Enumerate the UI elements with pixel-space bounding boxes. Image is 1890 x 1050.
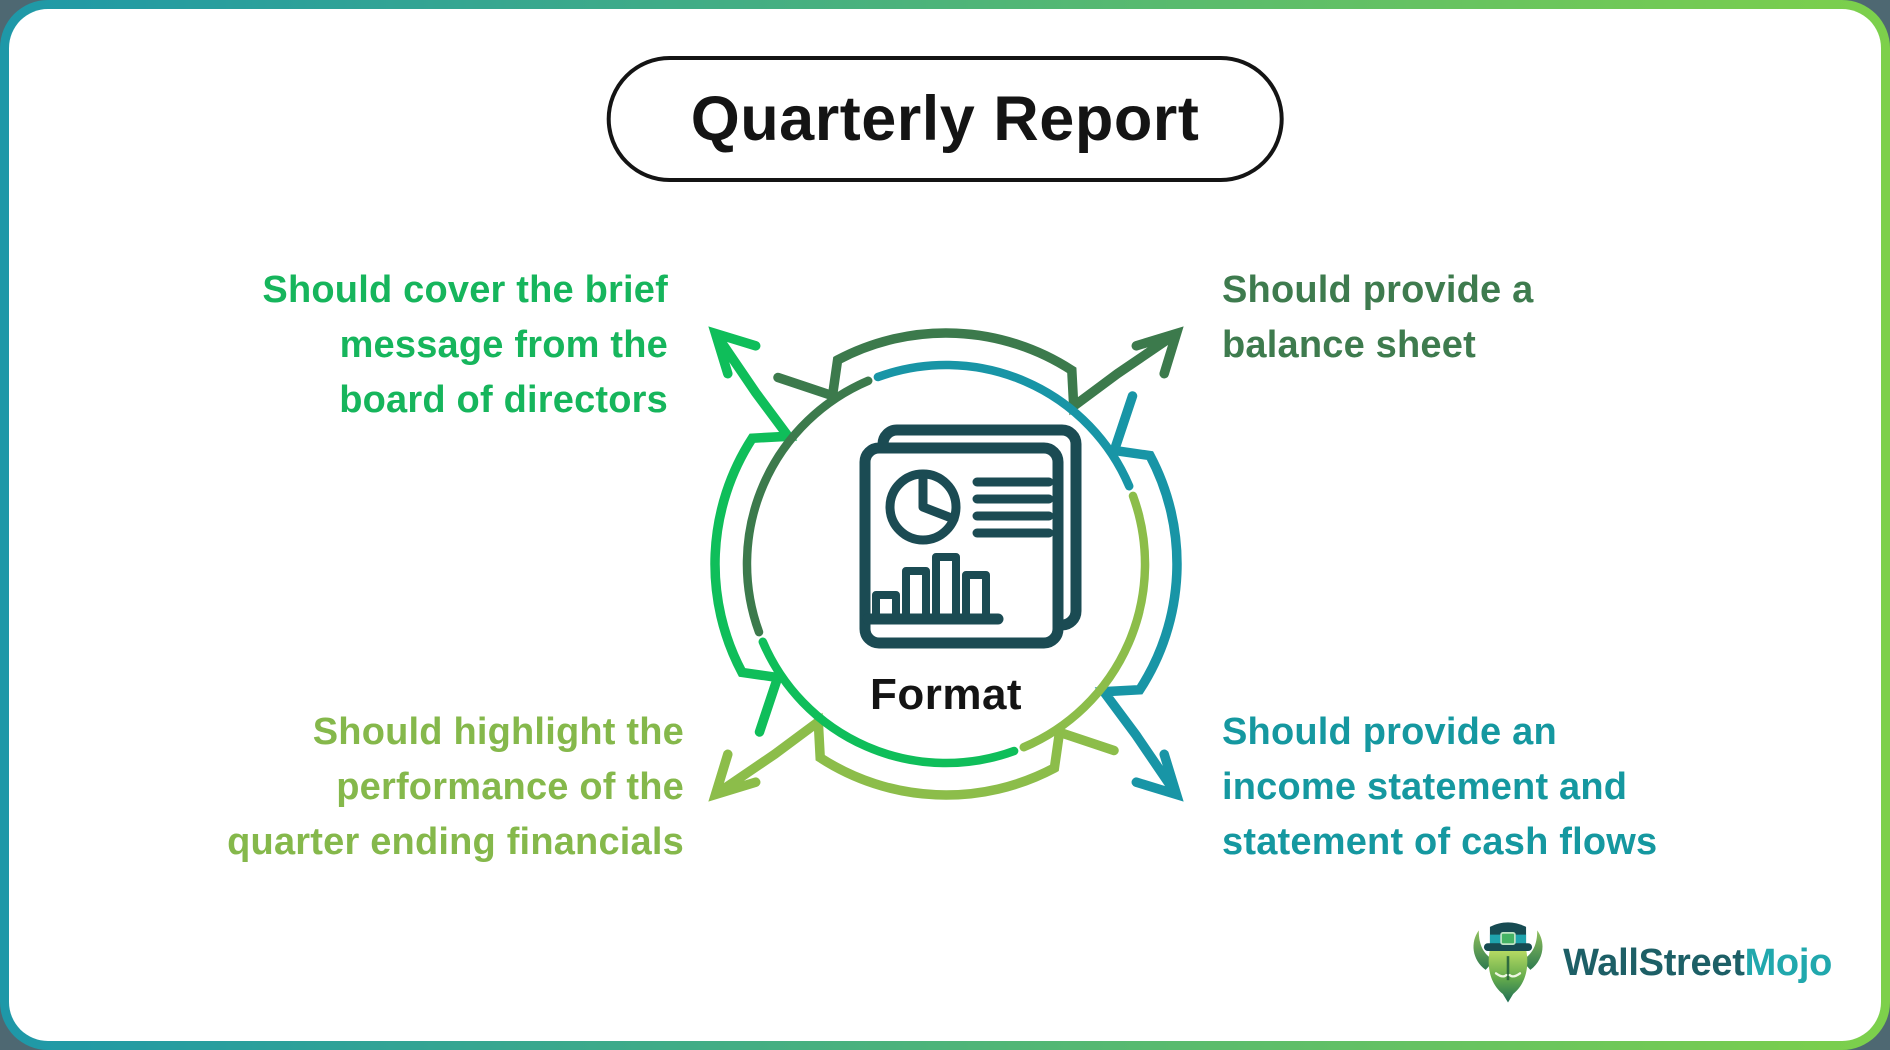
bull-mascot-icon bbox=[1473, 922, 1543, 1003]
callout-top-left: Should cover the brief message from the … bbox=[262, 269, 668, 421]
wallstreetmojo-logo: WallStreetMojo bbox=[1465, 920, 1832, 1006]
logo-wallstreet-text: WallStreet bbox=[1563, 941, 1745, 984]
cycle-arrows-diagram bbox=[606, 224, 1286, 904]
bar-chart-icon bbox=[862, 553, 1004, 625]
callout-bottom-right: Should provide an income statement and s… bbox=[1222, 711, 1658, 863]
page-title: Quarterly Report bbox=[690, 84, 1200, 154]
callout-bottom-left: Should highlight the performance of the … bbox=[227, 711, 684, 863]
diagram-center-label: Format bbox=[869, 670, 1023, 719]
hat-buckle bbox=[1500, 932, 1516, 945]
segment-left-inner-arc bbox=[747, 381, 868, 632]
logo-wordmark: WallStreetMojo bbox=[1563, 942, 1832, 985]
title-pill: Quarterly Report bbox=[606, 56, 1284, 182]
text-lines-icon bbox=[972, 477, 1054, 538]
callout-top-right: Should provide a balance sheet bbox=[1222, 269, 1534, 366]
pie-slice-lines bbox=[918, 469, 959, 524]
bull-smile-lines bbox=[1494, 972, 1522, 978]
logo-mojo-text: Mojo bbox=[1744, 941, 1833, 984]
report-document-icon bbox=[859, 424, 1082, 649]
hat-brim bbox=[1484, 943, 1533, 951]
